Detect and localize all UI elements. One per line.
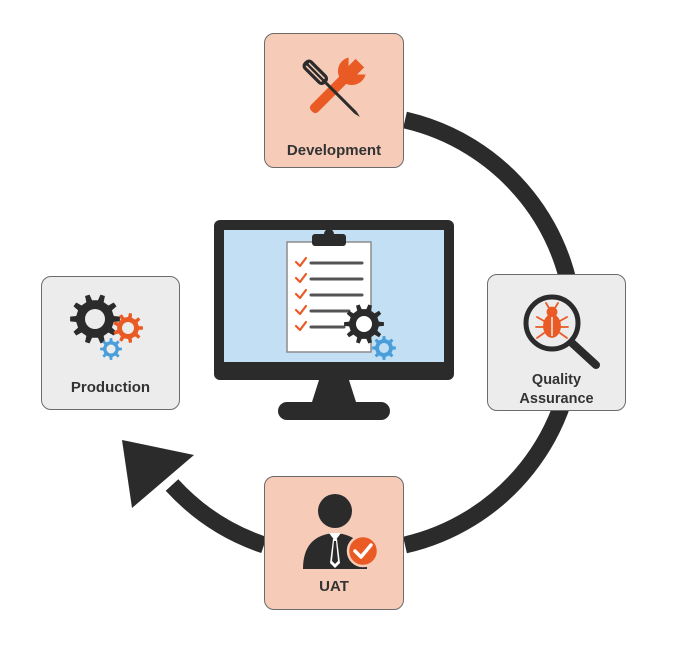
stage-uat: UAT — [264, 476, 404, 610]
stage-label: Development — [286, 142, 382, 159]
checklist — [294, 256, 364, 332]
gear-dark-icon — [344, 304, 384, 344]
bug-magnifier-icon — [523, 294, 600, 369]
gear-hole — [379, 343, 389, 353]
gear-dark-icon — [70, 294, 120, 344]
gear-blue-icon — [372, 336, 396, 360]
user-check-icon — [303, 494, 380, 569]
gear-orange-icon — [113, 313, 143, 343]
stage-label: Quality Assurance — [519, 372, 594, 407]
wrench-screwdriver-icon — [302, 57, 366, 117]
monitor-base — [278, 402, 390, 420]
stage-quality-assurance: Quality Assurance — [487, 274, 626, 411]
monitor-neck — [312, 380, 356, 402]
stage-label: UAT — [319, 578, 349, 595]
gear-blue-icon — [100, 338, 122, 360]
gears-icon — [70, 294, 143, 360]
monitor-checklist-icon — [214, 220, 454, 420]
arrow-head — [122, 440, 194, 508]
stage-production: Production — [41, 276, 180, 410]
stage-development: Development — [264, 33, 404, 168]
gear-hole — [85, 309, 105, 329]
gear-hole — [122, 322, 134, 334]
gear-hole — [106, 344, 116, 354]
clipboard-clip — [312, 234, 346, 246]
stage-label: Production — [70, 379, 151, 396]
gear-hole — [356, 316, 372, 332]
